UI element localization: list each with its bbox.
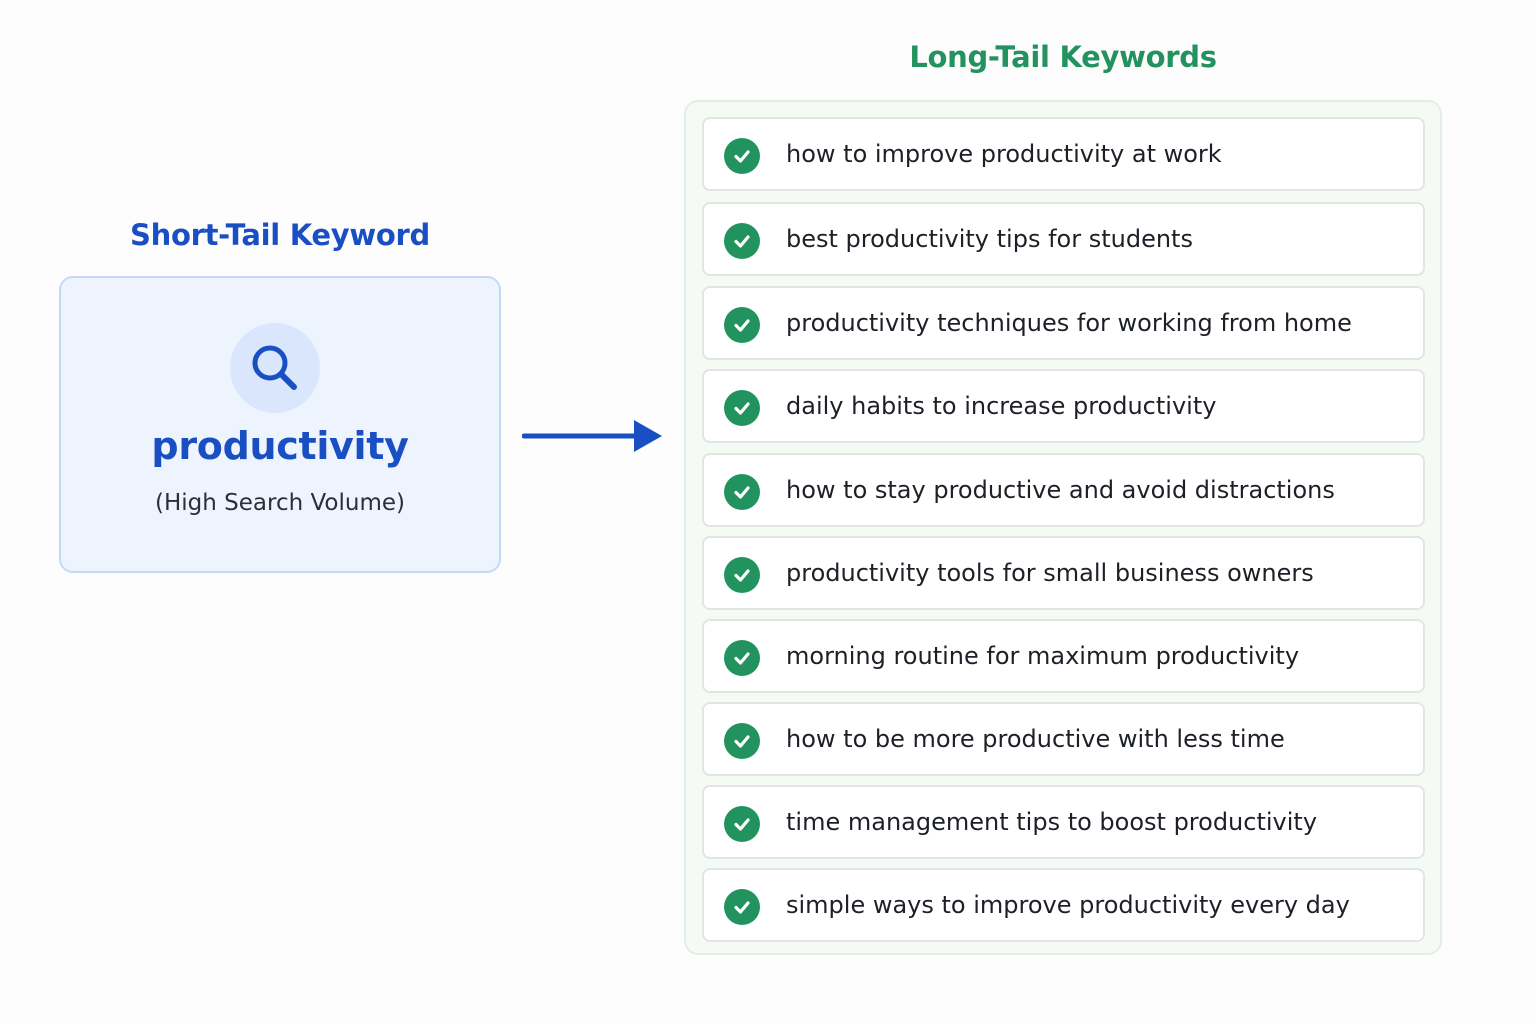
list-item-label: best productivity tips for students <box>786 225 1193 253</box>
short-tail-title: Short-Tail Keyword <box>130 218 430 252</box>
list-item-label: productivity tools for small business ow… <box>786 559 1314 587</box>
list-item-label: daily habits to increase productivity <box>786 392 1217 420</box>
list-item: morning routine for maximum productivity <box>702 619 1425 693</box>
list-item: how to be more productive with less time <box>702 702 1425 776</box>
arrow-right-icon <box>522 420 662 452</box>
list-item-label: time management tips to boost productivi… <box>786 808 1318 836</box>
list-item: daily habits to increase productivity <box>702 369 1425 443</box>
short-tail-keyword: productivity <box>151 424 409 468</box>
check-icon <box>724 557 760 593</box>
list-item: time management tips to boost productivi… <box>702 785 1425 859</box>
check-icon <box>724 806 760 842</box>
list-item: best productivity tips for students <box>702 202 1425 276</box>
check-icon <box>724 138 760 174</box>
check-icon <box>724 223 760 259</box>
list-item-label: how to be more productive with less time <box>786 725 1285 753</box>
list-item: how to stay productive and avoid distrac… <box>702 453 1425 527</box>
list-item: simple ways to improve productivity ever… <box>702 868 1425 942</box>
short-tail-card: productivity (High Search Volume) <box>59 276 501 573</box>
search-icon <box>230 323 320 413</box>
list-item-label: how to stay productive and avoid distrac… <box>786 476 1335 504</box>
list-item: productivity techniques for working from… <box>702 286 1425 360</box>
list-item: how to improve productivity at work <box>702 117 1425 191</box>
check-icon <box>724 889 760 925</box>
check-icon <box>724 723 760 759</box>
check-icon <box>724 640 760 676</box>
list-item: productivity tools for small business ow… <box>702 536 1425 610</box>
list-item-label: morning routine for maximum productivity <box>786 642 1300 670</box>
check-icon <box>724 474 760 510</box>
check-icon <box>724 390 760 426</box>
long-tail-panel: how to improve productivity at work best … <box>684 100 1442 955</box>
list-item-label: productivity techniques for working from… <box>786 309 1352 337</box>
list-item-label: simple ways to improve productivity ever… <box>786 891 1350 919</box>
list-item-label: how to improve productivity at work <box>786 140 1222 168</box>
check-icon <box>724 307 760 343</box>
long-tail-title: Long-Tail Keywords <box>909 40 1217 74</box>
short-tail-subtitle: (High Search Volume) <box>155 490 405 516</box>
